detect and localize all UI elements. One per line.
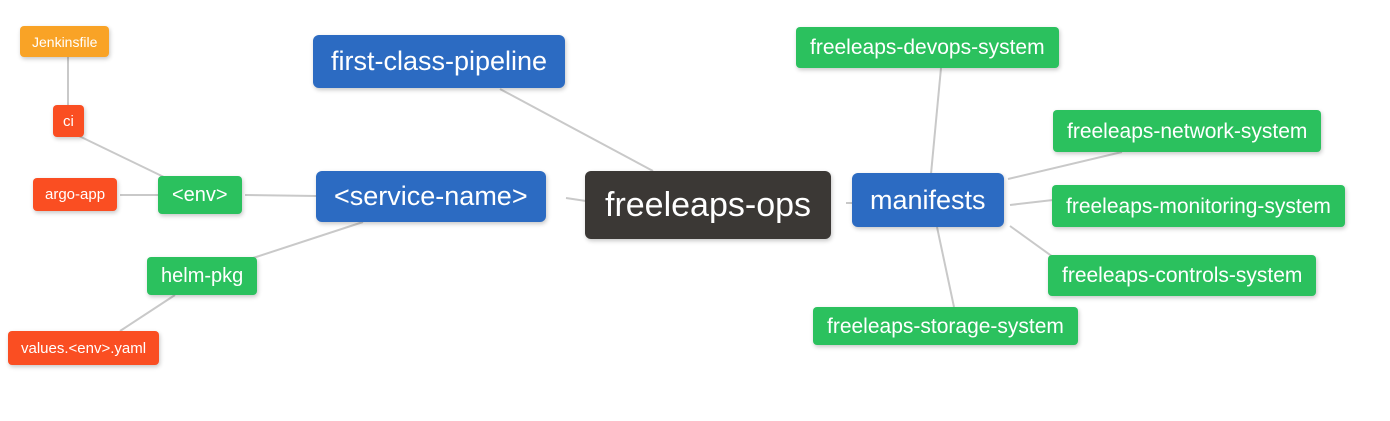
edge-pipeline-ops <box>499 88 654 172</box>
node-service-name[interactable]: <service-name> <box>316 171 546 222</box>
edge-manifests-monitoring <box>1009 199 1054 206</box>
edge-service-name-helm-pkg <box>249 221 364 260</box>
node-freeleaps-ops-root[interactable]: freeleaps-ops <box>585 171 832 239</box>
node-freeleaps-devops-system[interactable]: freeleaps-devops-system <box>796 27 1059 68</box>
node-freeleaps-monitoring-system[interactable]: freeleaps-monitoring-system <box>1052 185 1345 227</box>
node-ci[interactable]: ci <box>53 105 84 137</box>
node-argo-app[interactable]: argo-app <box>33 178 118 211</box>
edge-manifests-storage <box>936 226 955 308</box>
node-jenkinsfile[interactable]: Jenkinsfile <box>20 26 110 57</box>
node-first-class-pipeline[interactable]: first-class-pipeline <box>313 35 566 88</box>
node-freeleaps-storage-system[interactable]: freeleaps-storage-system <box>813 307 1078 345</box>
edge-manifests-network <box>1007 151 1123 180</box>
node-freeleaps-controls-system[interactable]: freeleaps-controls-system <box>1048 255 1317 296</box>
node-freeleaps-network-system[interactable]: freeleaps-network-system <box>1053 110 1322 152</box>
edge-ci-env <box>78 135 169 180</box>
edge-service-name-ops <box>565 197 587 202</box>
node-values-env-yaml[interactable]: values.<env>.yaml <box>8 331 160 365</box>
edge-manifests-controls <box>1009 225 1054 258</box>
node-manifests[interactable]: manifests <box>852 173 1004 227</box>
edge-values-helm-pkg <box>119 294 176 332</box>
node-env[interactable]: <env> <box>158 176 242 214</box>
edge-env-service-name <box>244 194 318 197</box>
node-helm-pkg[interactable]: helm-pkg <box>147 257 258 295</box>
edge-manifests-devops <box>930 67 942 175</box>
